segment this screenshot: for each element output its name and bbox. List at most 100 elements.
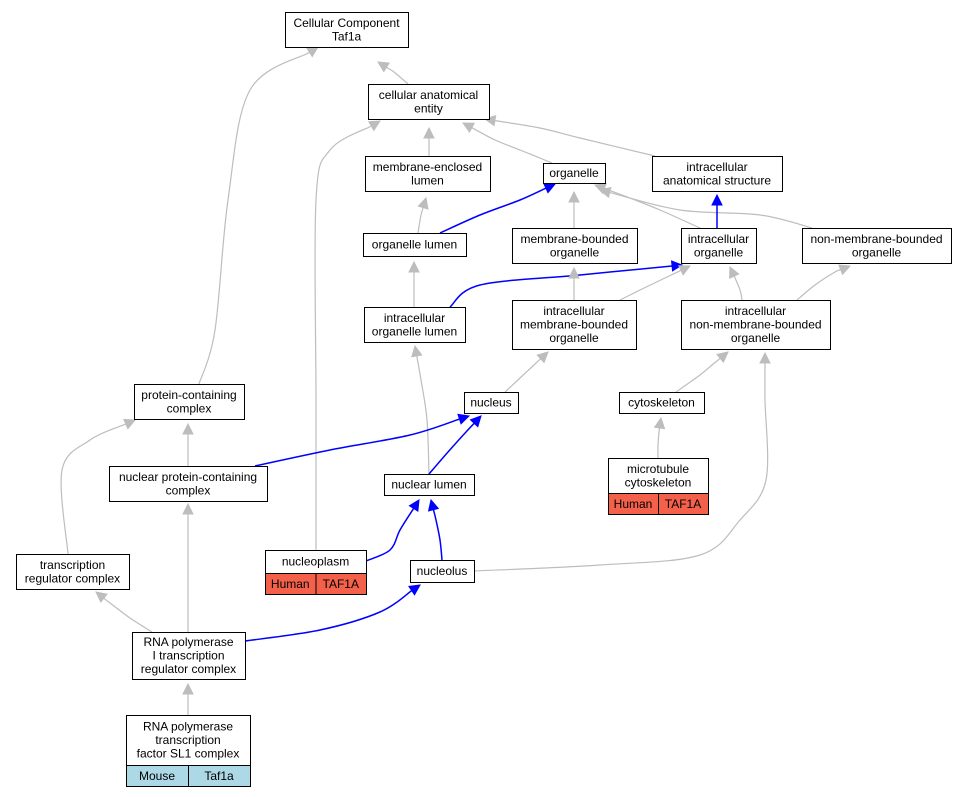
edge-arrowhead (716, 351, 729, 364)
node-box (543, 163, 606, 184)
edge-arrowhead (427, 498, 440, 512)
edge-arrowhead (408, 260, 420, 273)
edge-arrowhead (411, 344, 423, 358)
edge-line (471, 127, 553, 164)
node-label-line: transcription (155, 733, 220, 747)
gene-cell (658, 493, 709, 515)
edge-mel-to-cae (423, 126, 435, 157)
node-label-line: nucleolus (417, 564, 468, 578)
edge-arrowhead (123, 418, 137, 430)
edge-cytoskeleton-to-inmbo (675, 351, 729, 393)
node-label-line: organelle (694, 245, 744, 259)
edge-inmbo-to-io (729, 265, 743, 301)
node-label-line: regulator complex (141, 662, 236, 676)
edge-arrowhead (729, 265, 740, 279)
edge-line (733, 275, 743, 301)
edge-arrowhead (182, 682, 194, 695)
edge-mt-to-cytoskeleton (653, 416, 666, 459)
node-box (364, 307, 466, 343)
node-label-line: Taf1a (332, 29, 362, 43)
node-label-line: intracellular (384, 311, 445, 325)
species-label: Human (271, 577, 310, 591)
node-ol[interactable]: organelle lumen (363, 233, 467, 257)
edge-arrowhead (838, 264, 852, 276)
edge-line (657, 427, 661, 459)
node-label-line: transcription (40, 558, 105, 572)
node-label-line: organelle (549, 331, 599, 345)
node-nl[interactable]: nuclear lumen (384, 474, 475, 496)
node-box (126, 715, 251, 766)
node-box (464, 392, 519, 414)
node-box (652, 156, 783, 192)
node-nucleus[interactable]: nucleus (464, 392, 519, 414)
edge-line (675, 357, 721, 393)
node-box (134, 384, 245, 420)
node-label-line: I transcription (152, 649, 224, 663)
node-label-line: complex (166, 483, 211, 497)
node-label-line: entity (414, 101, 443, 115)
node-box (681, 228, 757, 264)
edge-arrowhead (182, 502, 194, 515)
edge-arrowhead (377, 61, 390, 73)
node-inmbo[interactable]: intracellularnon-membrane-boundedorganel… (681, 300, 831, 350)
node-label-line: lumen (411, 173, 444, 187)
edge-line (103, 597, 153, 633)
node-label-line: RNA polymerase (143, 635, 233, 649)
node-nucleolus[interactable]: nucleolus (410, 560, 475, 583)
node-label-line: protein-containing (141, 388, 236, 402)
node-box (608, 458, 709, 494)
edge-line (314, 125, 372, 551)
edge-arrowhead (759, 351, 771, 364)
edge-line (365, 508, 415, 562)
node-cytoskeleton[interactable]: cytoskeleton (619, 392, 705, 414)
edge-line (254, 418, 460, 467)
node-label-line: membrane-bounded (520, 318, 628, 332)
node-box (512, 300, 637, 350)
node-label-line: nucleus (470, 396, 511, 410)
node-box (16, 554, 130, 590)
node-organelle[interactable]: organelle (543, 163, 606, 184)
node-label-line: anatomical structure (663, 173, 771, 187)
edge-arrowhead (408, 584, 421, 596)
edge-imbo-to-io (619, 265, 692, 301)
node-label-line: nucleoplasm (282, 555, 349, 569)
edge-cae-to-cc_root (377, 61, 409, 85)
edge-nucleus-to-imbo (504, 351, 549, 393)
node-label-line: cellular anatomical (379, 88, 478, 102)
node-label-line: organelle (731, 331, 781, 345)
node-label-line: intracellular (686, 160, 747, 174)
edge-arrowhead (408, 499, 420, 512)
species-label: Mouse (139, 769, 175, 783)
node-label-line: cytoskeleton (628, 396, 695, 410)
node-box (681, 300, 831, 350)
node-box (368, 84, 490, 120)
edge-np-to-nl (365, 499, 420, 562)
edge-line (473, 362, 769, 572)
node-box (109, 466, 268, 502)
edge-arrowhead (598, 186, 612, 199)
gene-cell (315, 573, 367, 595)
edge-nl-to-iol (411, 344, 430, 475)
node-box (384, 474, 475, 496)
edge-npcc-to-nucleus (254, 413, 471, 467)
edge-line (244, 589, 413, 642)
node-label-line: organelle lumen (372, 324, 457, 338)
edge-arrowhead (568, 190, 580, 203)
